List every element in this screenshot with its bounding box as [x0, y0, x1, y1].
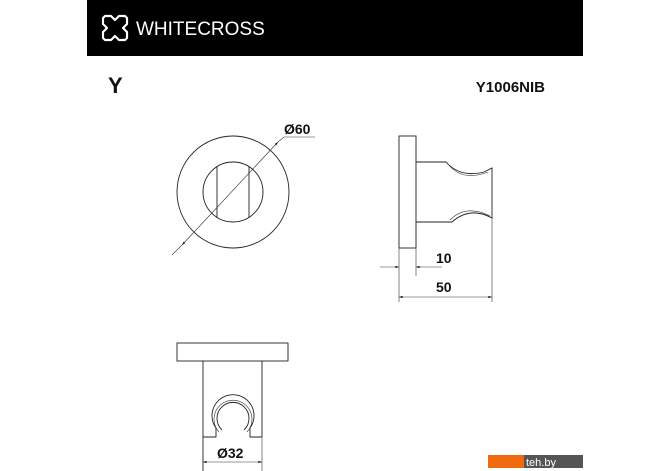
model-number: Y1006NIB	[476, 79, 545, 96]
bottom-view: Ø32	[176, 342, 289, 471]
watermark: teh.by	[488, 455, 583, 469]
front-view: Ø60	[171, 121, 315, 256]
cross-outline-icon	[101, 14, 129, 42]
side-view: 10 50	[380, 135, 493, 302]
series-label: Y	[108, 73, 123, 98]
total-depth-label: 50	[436, 279, 452, 295]
watermark-text: teh.by	[526, 457, 556, 469]
header-bar: WHITECROSS	[87, 0, 583, 56]
plate-thickness-label: 10	[436, 250, 452, 266]
holder-diameter-label: Ø32	[217, 445, 244, 461]
front-diameter-label: Ø60	[284, 121, 311, 137]
brand-name: WHITECROSS	[136, 19, 265, 40]
